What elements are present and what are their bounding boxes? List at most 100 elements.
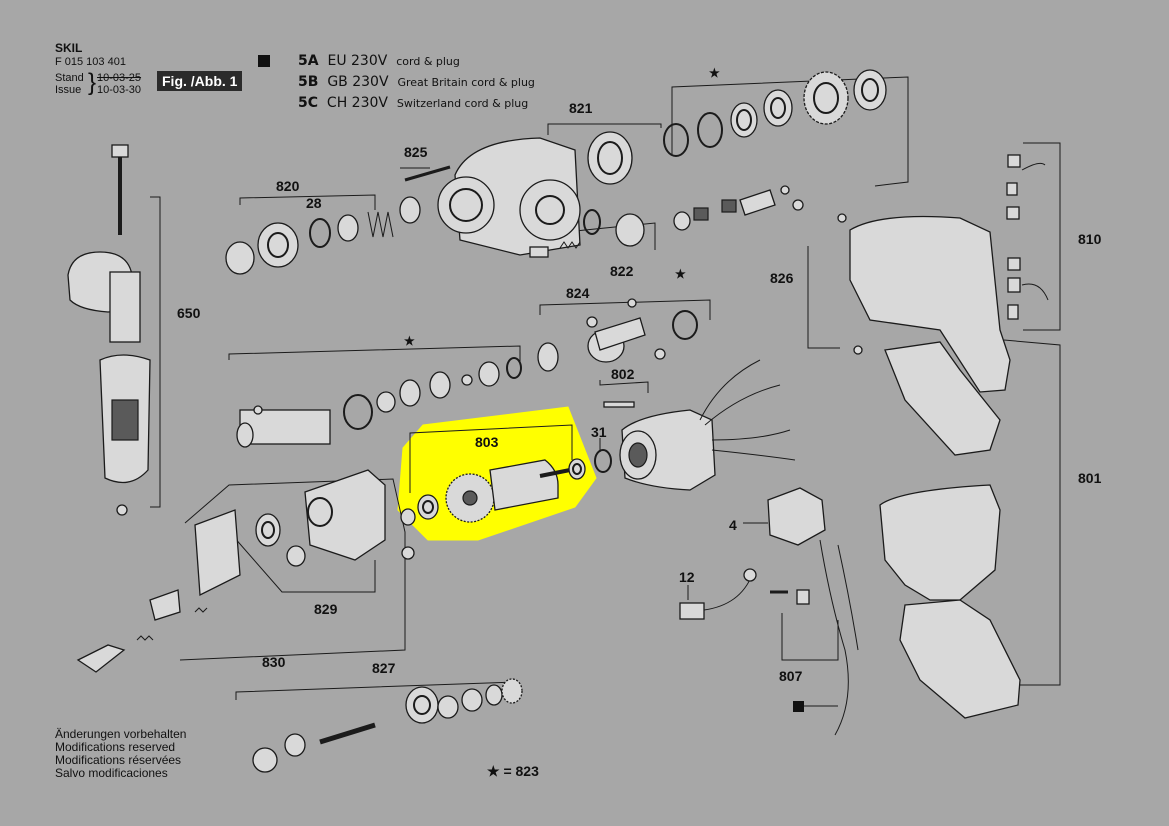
clutch-ring-inner: [861, 78, 879, 102]
small-pin-part-3: [586, 316, 598, 328]
needle-bearing-part-3: [485, 684, 503, 706]
brand-label: SKIL: [55, 41, 83, 55]
chuck-body-inner: [267, 232, 289, 258]
group-803-line: [409, 424, 573, 493]
group-650-line: [150, 196, 161, 508]
housing-cover-part: [884, 341, 1001, 456]
group-star-mid-line: [228, 345, 521, 365]
ram-part: [537, 342, 559, 372]
part-label-829: 829: [314, 601, 338, 617]
figure-badge: Fig. /Abb. 1: [157, 71, 243, 91]
group-801-line: [1003, 339, 1061, 686]
stator-bore: [628, 442, 648, 468]
lever-part: [529, 246, 549, 258]
part-label-28: 28: [306, 195, 322, 211]
spring-830-part: [136, 635, 154, 641]
bearing-829-inner: [261, 521, 275, 539]
wobble-part: [405, 686, 439, 724]
gasket-part: [194, 509, 241, 597]
gear-827-part: [252, 747, 278, 773]
sleeve-mid-part: [399, 379, 421, 407]
flange-bore: [307, 497, 333, 527]
part-label-810: 810: [1078, 231, 1102, 247]
seal-829-part: [286, 545, 306, 567]
note-line: Modifications réservées: [55, 753, 182, 767]
variant-row: 5B GB 230V Great Britain cord & plug: [298, 74, 535, 90]
handle-clamp-part: [109, 271, 141, 343]
variant-row: 5A EU 230V cord & plug: [298, 53, 460, 69]
suppressor-part: [679, 602, 705, 620]
fan-hub-part: [462, 490, 478, 506]
part-label-830: 830: [262, 654, 286, 670]
spring-830-part-2: [194, 607, 208, 613]
spring-ring-part: [309, 218, 331, 248]
part-label-807: 807: [779, 668, 803, 684]
gear-wheel-inner: [813, 82, 839, 114]
part-label-825: 825: [404, 144, 428, 160]
bearing-803-back-part: [568, 458, 586, 480]
screw-head-part: [792, 199, 804, 211]
gear-827-end-part: [501, 678, 523, 704]
grip-rubber-part: [111, 399, 139, 441]
washer-28-part: [337, 214, 359, 242]
screw-802-part: [603, 401, 635, 408]
o-ring-824-part: [672, 310, 698, 340]
gear-827-part-2: [284, 733, 306, 757]
star-marker: ★: [675, 267, 686, 281]
spring-dark-part-2: [721, 199, 737, 213]
spindle-ball-part: [253, 405, 263, 415]
screw-826-part-2: [853, 345, 863, 355]
washer-part: [730, 102, 758, 138]
spring-822-part: [559, 241, 581, 249]
part-label-803: 803: [475, 434, 499, 450]
small-pin-part: [627, 298, 637, 308]
variant-marker-square: [258, 55, 270, 67]
screw-826-part: [837, 213, 847, 223]
needle-bearing-part-2: [461, 688, 483, 712]
part-label-801: 801: [1078, 470, 1102, 486]
part-label-821: 821: [569, 100, 593, 116]
group-826-line: [807, 246, 840, 349]
part-label-650: 650: [177, 305, 201, 321]
stator-wire-4: [711, 449, 796, 461]
shaft-827-part: [319, 722, 376, 745]
spring-part: [367, 211, 394, 238]
pin-part: [594, 317, 646, 351]
ring-31-part: [594, 449, 612, 473]
ring-mid-part: [506, 357, 522, 379]
bearing-inner: [770, 97, 786, 119]
handle-housing-part: [899, 599, 1021, 719]
stator-wire-2: [704, 384, 781, 426]
group-821-line: [547, 123, 662, 135]
spindle-front-part: [236, 422, 254, 448]
stator-wire-3: [711, 429, 791, 441]
bearing-803-inner: [422, 500, 434, 514]
pin-mid-part: [461, 374, 473, 386]
group-830-line: [179, 478, 406, 661]
note-line: Modifications reserved: [55, 740, 176, 754]
screw-head-part-2: [780, 185, 790, 195]
group-807-line: [781, 613, 839, 661]
variant-row: 5C CH 230V Switzerland cord & plug: [298, 95, 529, 111]
star-marker: ★: [709, 66, 720, 80]
stand-label: Stand: [55, 72, 84, 84]
selector-ring-part: [583, 209, 601, 235]
housing-bore: [437, 176, 495, 234]
gear-wheel-part: [803, 71, 849, 125]
part-label-826: 826: [770, 270, 794, 286]
bearing-small-part: [673, 211, 691, 231]
group-820-line: [239, 194, 376, 210]
terminal-part-4: [1007, 257, 1021, 271]
washer-mid-part: [376, 391, 396, 413]
issue-label: Issue: [55, 84, 82, 96]
clutch-ring-part: [853, 69, 887, 111]
cord-part-2: [837, 544, 859, 651]
part-label-12: 12: [679, 569, 695, 585]
screw-part: [404, 165, 451, 182]
bolt-head-part: [111, 144, 129, 158]
o-ring-part: [399, 196, 421, 224]
issue-date: 10-03-30: [97, 84, 142, 96]
cord-marker-square: [793, 701, 804, 712]
brace-symbol: }: [88, 69, 97, 96]
